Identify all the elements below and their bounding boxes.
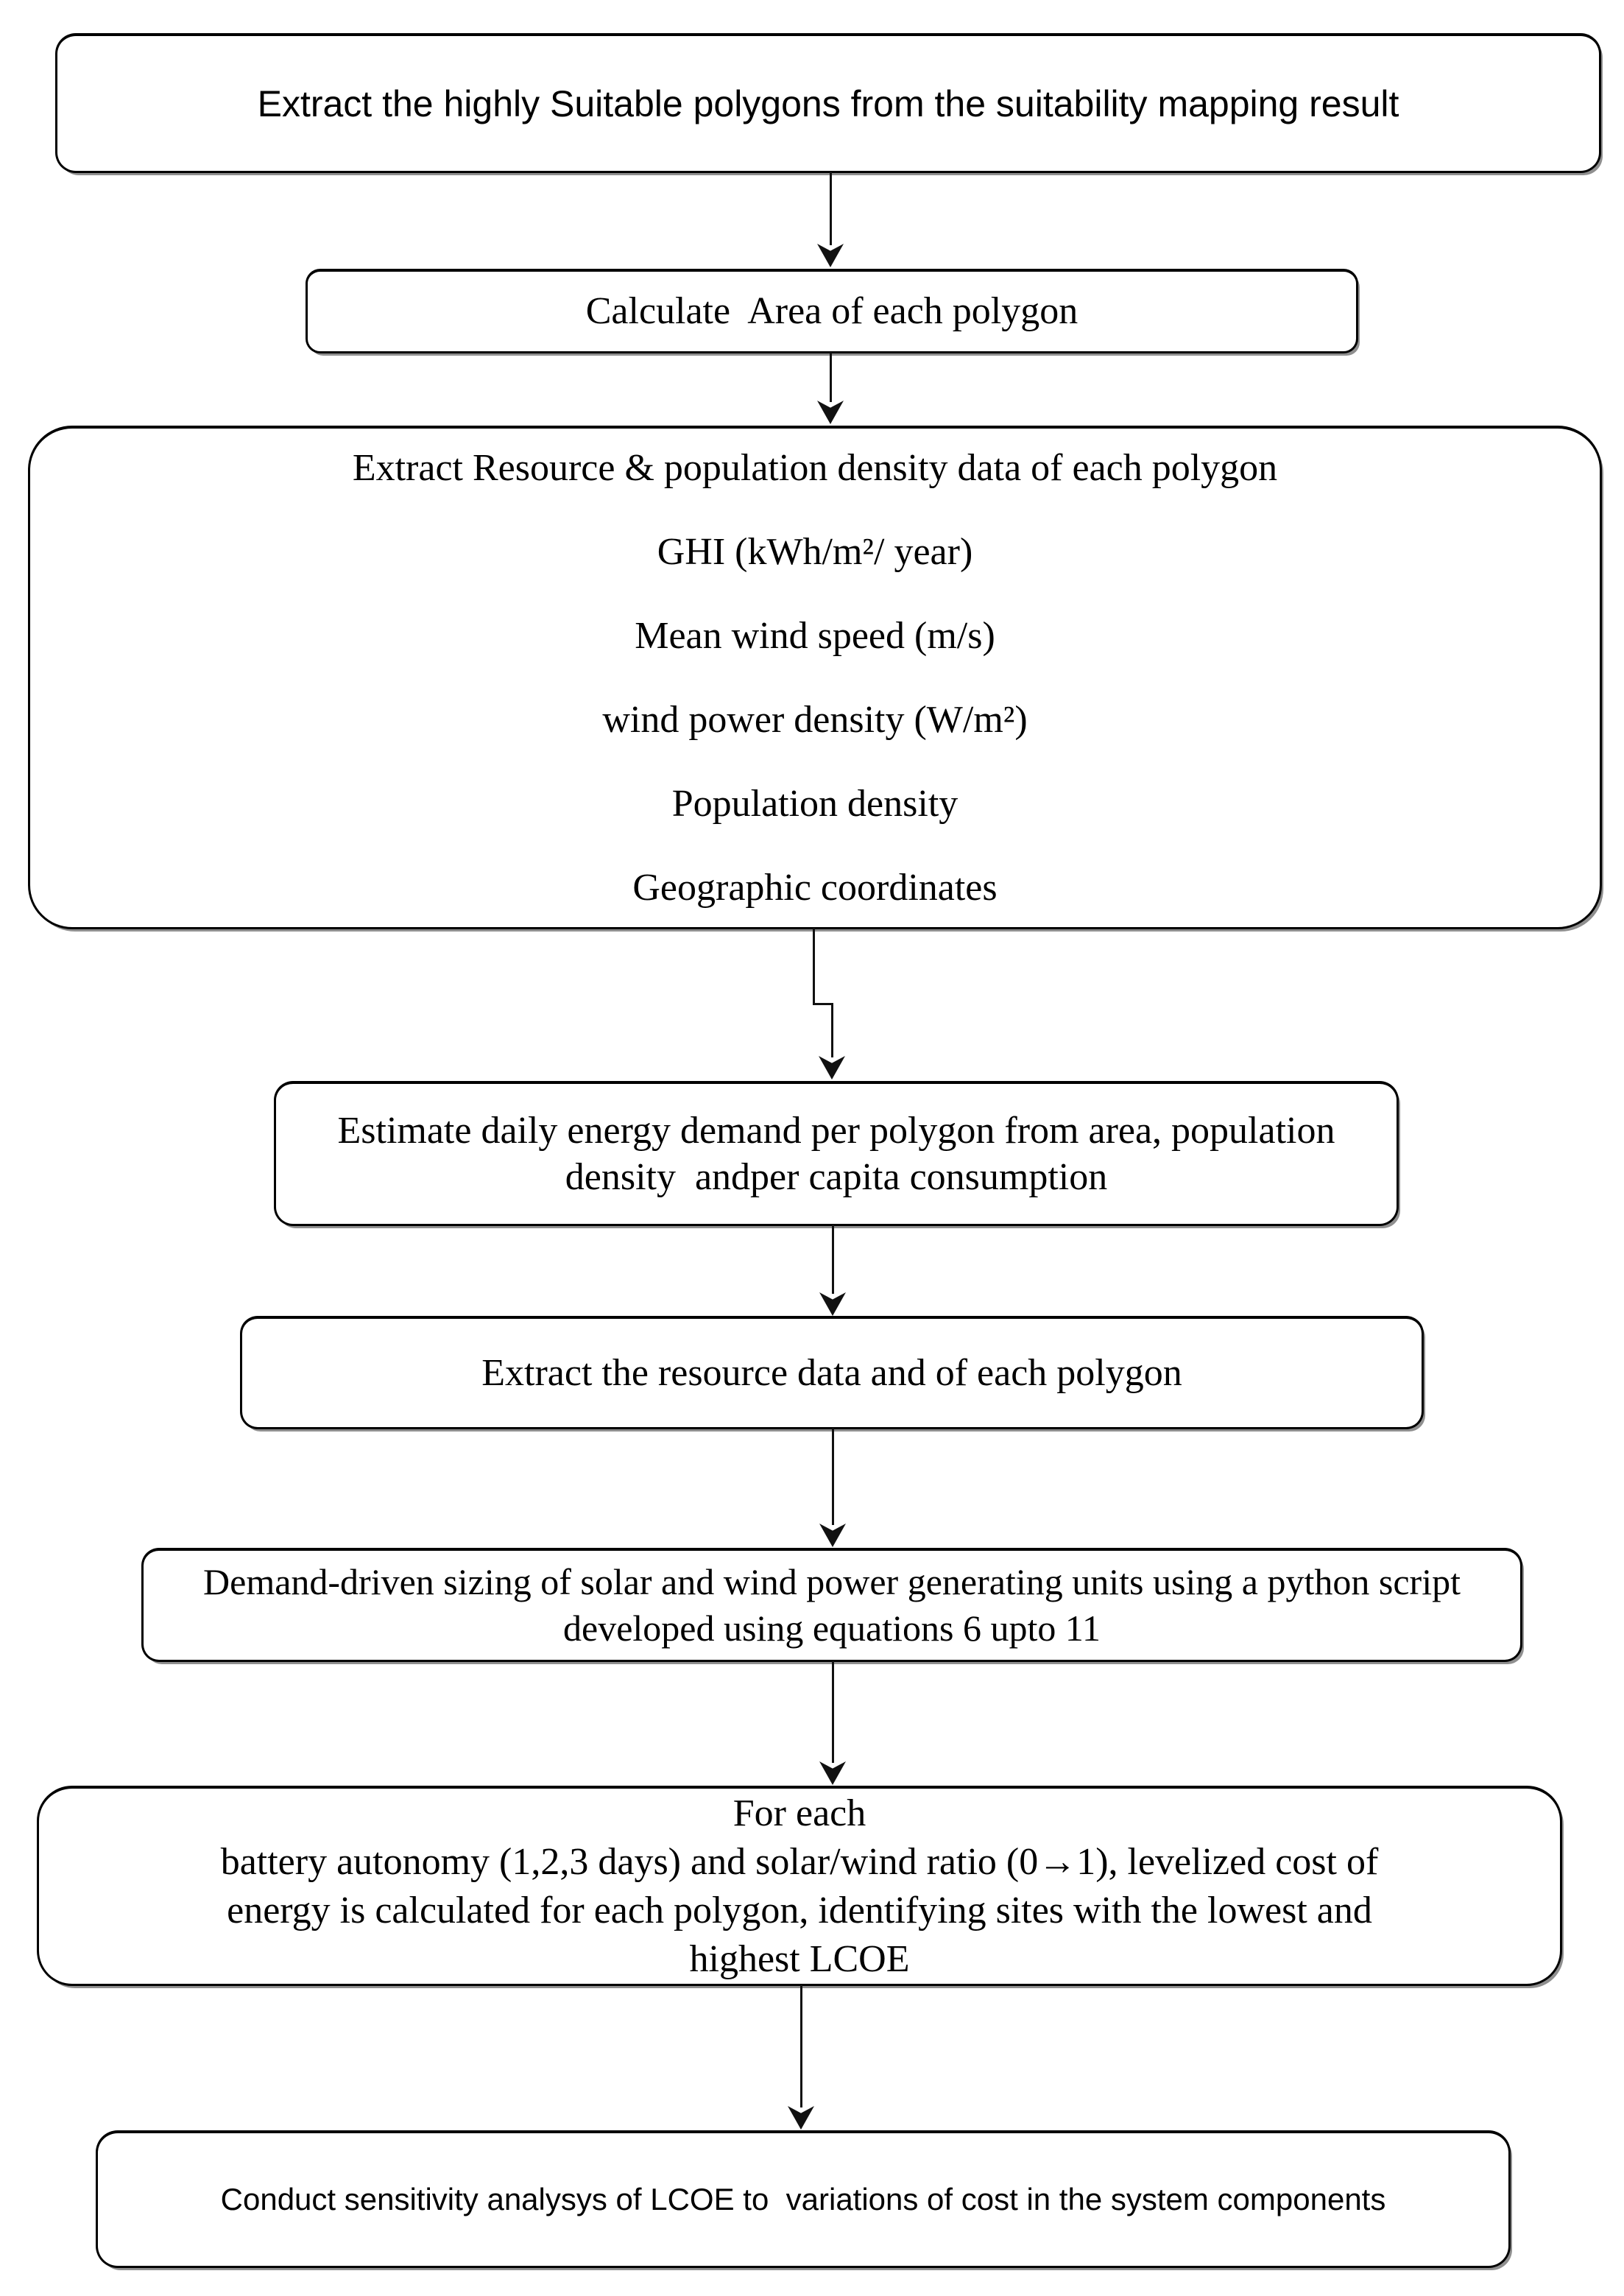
flow-step-estimate-daily-energy-demand: Estimate daily energy demand per polygon… [274, 1081, 1399, 1226]
arrowhead-down-icon [817, 401, 844, 424]
connector-line-7 [800, 1985, 802, 2107]
flow-step-calculate-area: Calculate Area of each polygon [306, 269, 1358, 353]
flow-step-extract-resource-data: Extract the resource data and of each po… [240, 1316, 1424, 1429]
connector-line-3-stub [813, 928, 815, 1005]
arrowhead-down-icon [819, 1292, 846, 1316]
arrowhead-down-icon [788, 2106, 814, 2130]
connector-line-3-jog [813, 1003, 833, 1005]
arrowhead-down-icon [819, 1761, 846, 1785]
connector-line-1 [830, 172, 832, 245]
flow-step-extract-resource-population-data: Extract Resource & population density da… [28, 426, 1602, 929]
connector-line-6 [832, 1661, 834, 1763]
connector-line-4 [832, 1225, 834, 1294]
arrowhead-down-icon [819, 1056, 845, 1080]
arrowhead-down-icon [819, 1524, 846, 1547]
flow-step-demand-driven-sizing: Demand-driven sizing of solar and wind p… [141, 1548, 1522, 1662]
flow-step-extract-suitable-polygons: Extract the highly Suitable polygons fro… [55, 33, 1601, 173]
connector-line-5 [832, 1428, 834, 1525]
flow-step-sensitivity-analysis: Conduct sensitivity analysys of LCOE to … [96, 2130, 1511, 2268]
arrowhead-down-icon [817, 244, 844, 267]
connector-line-3 [831, 1003, 833, 1057]
connector-line-2 [830, 352, 832, 402]
flow-step-lcoe-calculation: For each battery autonomy (1,2,3 days) a… [37, 1786, 1562, 1986]
